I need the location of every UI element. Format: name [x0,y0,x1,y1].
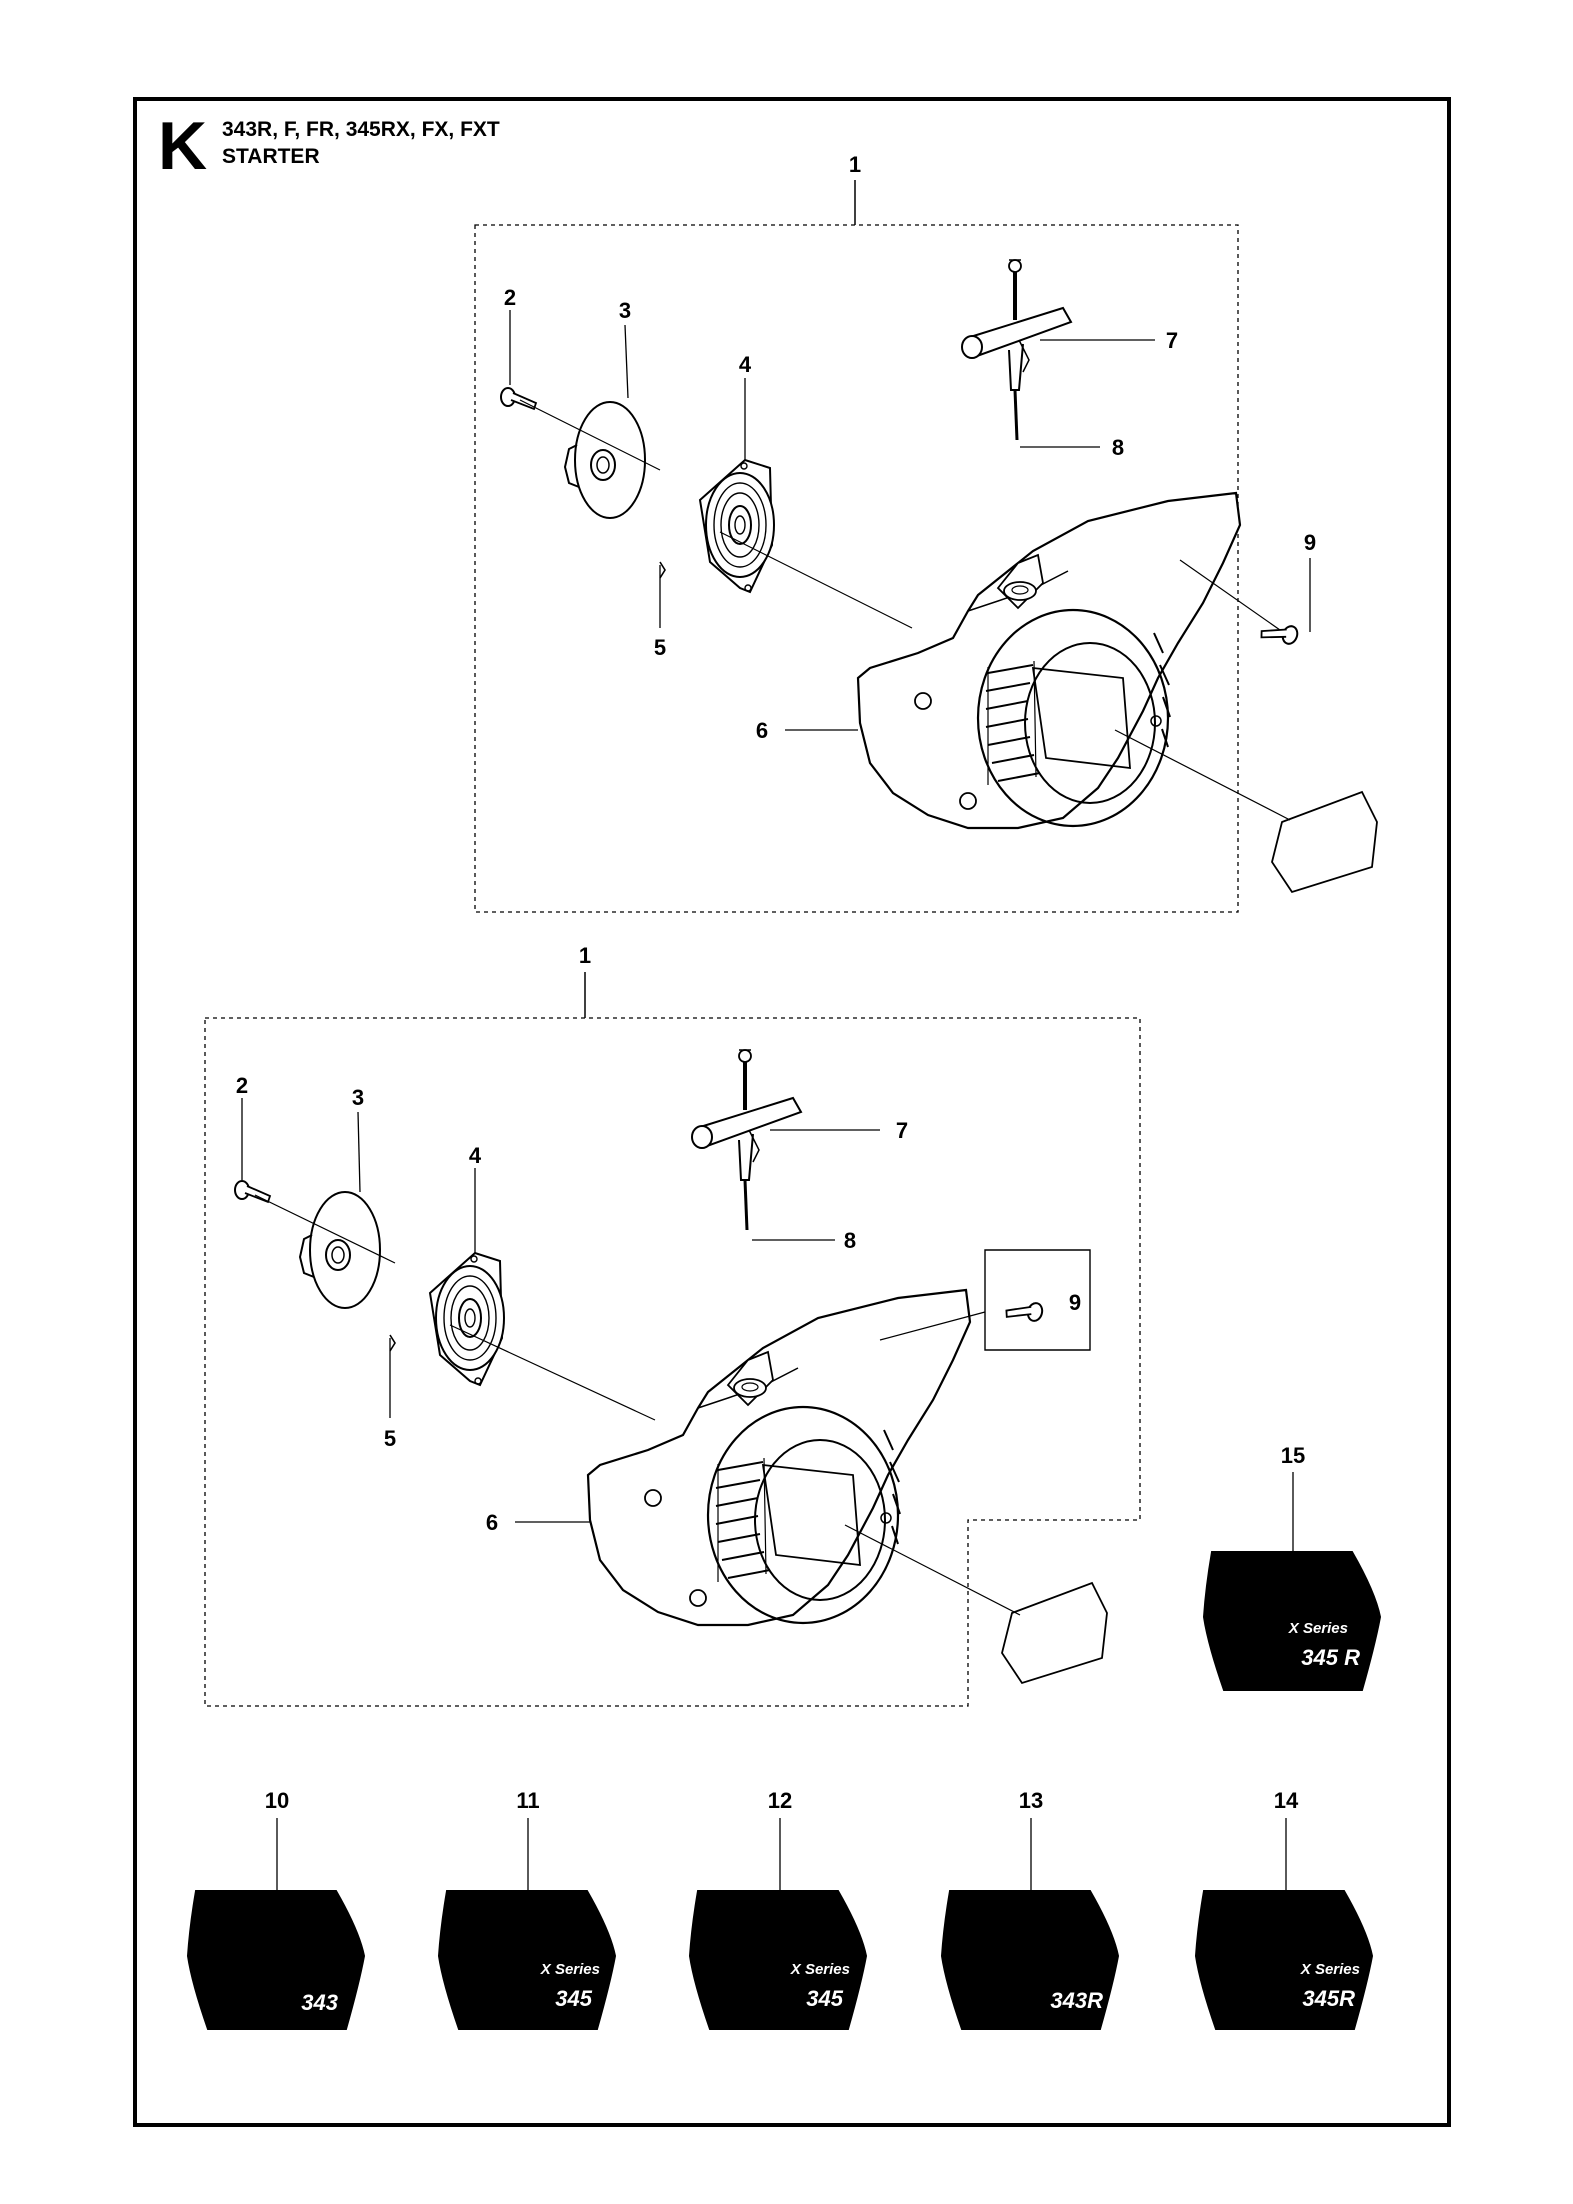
callout-upper-6: 6 [756,718,768,743]
callout-lower-2: 2 [236,1073,248,1098]
decal-series-text: X Series [1288,1620,1348,1637]
decal-model-text: 343R [1050,1988,1103,2013]
upper-assembly: 1 2 3 4 5 6 7 8 9 [474,152,1378,913]
lower-assembly: 1 2 3 4 5 6 7 8 9 [204,943,1141,1707]
diagram-models: 343R, F, FR, 345RX, FX, FXT [222,118,500,141]
callout-decal-14: 14 [1274,1788,1299,1813]
callout-lower-9: 9 [1069,1290,1081,1315]
callout-lower-6: 6 [486,1510,498,1535]
callout-upper-8: 8 [1112,435,1124,460]
decal-model-text: 345 [806,1986,843,2011]
decal-11: 11 X Series 345 [438,1788,616,2030]
callout-lower-3: 3 [352,1085,364,1110]
callout-decal-15: 15 [1281,1443,1305,1468]
spring-pin [659,561,666,579]
starter-housing [856,491,1242,830]
starter-handle [690,1048,803,1232]
center-screw [234,1180,271,1203]
callout-decal-12: 12 [768,1788,792,1813]
upper-kit-boundary [474,224,1239,913]
decal-series-text: X Series [1300,1961,1360,1978]
lower-kit-boundary [204,1017,1141,1707]
callout-upper-3: 3 [619,298,631,323]
diagram-title: STARTER [222,145,320,168]
callout-upper-1: 1 [849,152,861,177]
housing-screw [1003,1295,1046,1327]
callout-upper-9: 9 [1304,530,1316,555]
callout-lower-8: 8 [844,1228,856,1253]
decal-15: 15 X Series 345 R [1203,1443,1381,1691]
decal-model-text: 343 [301,1990,338,2015]
housing-screw [1258,615,1301,650]
callout-lower-5: 5 [384,1426,396,1451]
decal-13: 13 343R [941,1788,1119,2030]
decal-10: 10 343 [187,1788,365,2030]
callout-decal-11: 11 [516,1788,539,1813]
starter-handle [960,258,1073,442]
callout-lower-7: 7 [896,1118,908,1143]
pulley-spring-cassette [429,1252,505,1386]
decal-14: 14 X Series 345R [1195,1788,1373,2030]
spring-pin [389,1334,396,1352]
section-letter: K [158,108,208,184]
pulley-spring-cassette [699,459,775,593]
screw-detail-box [984,1249,1091,1351]
callout-upper-7: 7 [1166,328,1178,353]
callout-upper-5: 5 [654,635,666,660]
drive-disc [564,401,646,519]
decal-series-text: X Series [540,1961,600,1978]
decal-model-text: 345 [555,1986,592,2011]
decal-model-text: 345 R [1301,1645,1360,1670]
inspection-window [1001,1582,1108,1684]
callout-upper-4: 4 [739,352,752,377]
page-frame [133,97,1451,2127]
decal-model-text: 345R [1302,1986,1355,2011]
decal-12: 12 X Series 345 [689,1788,867,2030]
callout-lower-4: 4 [469,1143,482,1168]
starter-housing [586,1288,972,1627]
callout-decal-10: 10 [265,1788,289,1813]
callout-decal-13: 13 [1019,1788,1043,1813]
decal-series-text: X Series [790,1961,850,1978]
inspection-window [1271,791,1378,893]
callout-upper-2: 2 [504,285,516,310]
callout-lower-1: 1 [579,943,591,968]
